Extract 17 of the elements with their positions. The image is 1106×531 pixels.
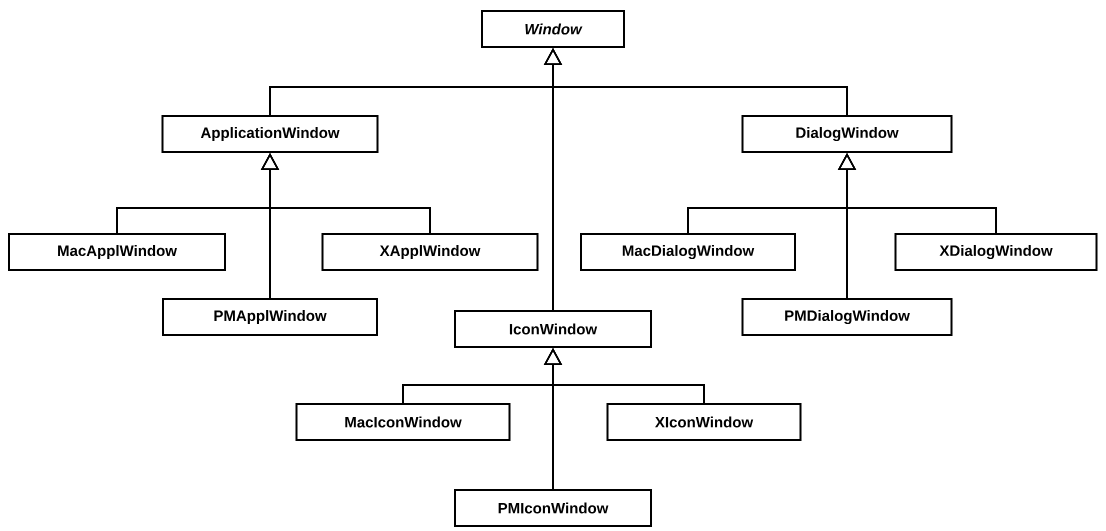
class-box: PMIconWindow xyxy=(454,489,652,527)
class-box: ApplicationWindow xyxy=(161,115,379,153)
class-box: Window xyxy=(481,10,625,48)
inheritance-arrow xyxy=(543,48,848,116)
class-box: XApplWindow xyxy=(321,233,539,271)
class-box: PMDialogWindow xyxy=(741,298,953,336)
inheritance-arrow xyxy=(837,153,997,234)
class-box: DialogWindow xyxy=(741,115,953,153)
class-box: MacIconWindow xyxy=(295,403,511,441)
class-box: MacDialogWindow xyxy=(580,233,796,271)
inheritance-arrow xyxy=(260,153,431,234)
class-box: XDialogWindow xyxy=(894,233,1098,271)
class-box: IconWindow xyxy=(454,310,652,348)
class-box: MacApplWindow xyxy=(8,233,226,271)
inheritance-arrow xyxy=(543,348,705,404)
class-box: XIconWindow xyxy=(606,403,802,441)
class-box: PMApplWindow xyxy=(162,298,378,336)
